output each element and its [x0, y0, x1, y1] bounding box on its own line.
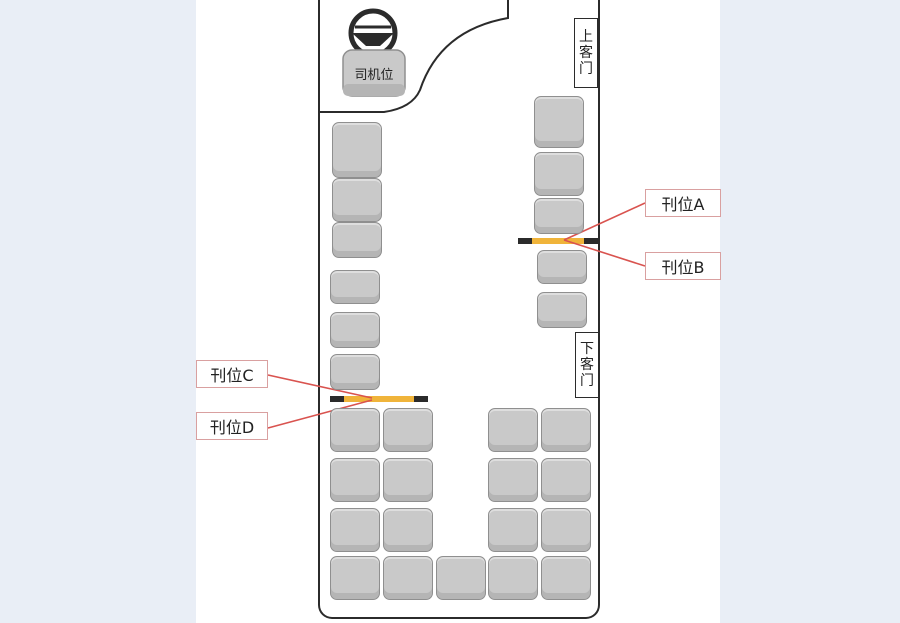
leader-d [267, 399, 373, 429]
seat-left-1 [332, 122, 382, 178]
leader-b [563, 239, 646, 267]
seat-right-1 [534, 96, 584, 148]
seat-right-5 [537, 292, 587, 328]
seat-back-4 [488, 556, 538, 600]
upper-door-char-1: 上 [579, 29, 593, 45]
driver-seat-label: 司机位 [354, 68, 394, 83]
seat-rear-r1b [541, 408, 591, 452]
lower-door: 下 客 门 [575, 332, 599, 398]
position-label-a: 刊位A [645, 189, 721, 217]
steering-wheel-icon [348, 8, 398, 58]
upper-door: 上 客 门 [574, 18, 598, 88]
lower-door-char-3: 门 [580, 373, 594, 389]
seat-back-3 [436, 556, 486, 600]
position-label-c: 刊位C [196, 360, 268, 388]
diagram-panel [196, 0, 720, 623]
seat-rear-r3b [541, 508, 591, 552]
seat-right-3 [534, 198, 584, 234]
bar-cd [330, 396, 428, 402]
seat-left-5 [330, 312, 380, 348]
position-label-d: 刊位D [196, 412, 268, 440]
bar-ab [518, 238, 598, 244]
seat-back-2 [383, 556, 433, 600]
seat-rear-l3b [383, 508, 433, 552]
driver-compartment-curve [320, 0, 509, 113]
seat-left-6 [330, 354, 380, 390]
seat-left-2 [332, 178, 382, 222]
seat-back-5 [541, 556, 591, 600]
bus-outline [318, 0, 600, 619]
lower-door-char-2: 客 [580, 357, 594, 373]
leader-c [267, 374, 373, 399]
driver-seat [342, 49, 406, 97]
upper-door-char-2: 客 [579, 45, 593, 61]
seat-left-3 [332, 222, 382, 258]
upper-door-char-3: 门 [579, 61, 593, 77]
seat-back-1 [330, 556, 380, 600]
seat-rear-l2a [330, 458, 380, 502]
lower-door-char-1: 下 [580, 341, 594, 357]
seat-rear-l1a [330, 408, 380, 452]
seat-rear-r2b [541, 458, 591, 502]
seat-rear-l3a [330, 508, 380, 552]
seat-rear-r2a [488, 458, 538, 502]
seat-right-4 [537, 250, 587, 284]
seat-rear-l2b [383, 458, 433, 502]
seat-right-2 [534, 152, 584, 196]
seat-left-4 [330, 270, 380, 304]
position-label-b: 刊位B [645, 252, 721, 280]
seat-rear-l1b [383, 408, 433, 452]
seat-rear-r3a [488, 508, 538, 552]
seat-rear-r1a [488, 408, 538, 452]
